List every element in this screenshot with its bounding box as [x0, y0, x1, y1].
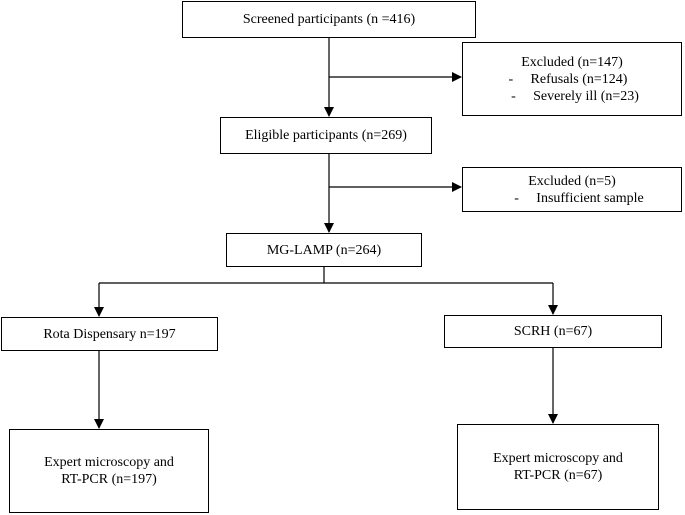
excluded-box-1: Excluded (n=147) -Refusals (n=124) - Seve… — [462, 42, 682, 116]
expert-box-right: Expert microscopy and RT-PCR (n=67) — [457, 424, 659, 510]
rota-dispensary-label: Rota Dispensary n=197 — [43, 326, 176, 342]
excluded-1-severely-ill-label: Severely ill (n=23) — [533, 88, 639, 104]
bullet-dash: - — [508, 71, 514, 87]
bullet-dash: - — [514, 190, 519, 206]
expert-left-line2: RT-PCR (n=197) — [61, 472, 157, 487]
excluded-2-title: Excluded (n=5) — [528, 173, 616, 189]
excluded-1-item-refusals: -Refusals (n=124) — [509, 71, 628, 88]
excluded-2-insufficient-label: Insufficient sample — [536, 190, 644, 206]
mglamp-box: MG-LAMP (n=264) — [226, 233, 422, 267]
expert-right-line2: RT-PCR (n=67) — [513, 468, 603, 483]
screened-participants-label: Screened participants (n =416) — [242, 12, 416, 27]
mglamp-label: MG-LAMP (n=264) — [266, 242, 382, 258]
bullet-dash: - — [511, 88, 516, 104]
scrh-label: SCRH (n=67) — [513, 324, 593, 339]
excluded-1-title: Excluded (n=147) — [521, 54, 623, 70]
expert-right-line1: Expert microscopy and — [493, 451, 623, 466]
scrh-box: SCRH (n=67) — [444, 315, 662, 348]
eligible-participants-box: Eligible participants (n=269) — [220, 117, 432, 154]
excluded-1-refusals-label: Refusals (n=124) — [530, 71, 628, 87]
expert-left-line1: Expert microscopy and — [44, 455, 174, 470]
eligible-participants-label: Eligible participants (n=269) — [245, 128, 407, 143]
expert-box-left: Expert microscopy and RT-PCR (n=197) — [9, 429, 209, 513]
rota-dispensary-box: Rota Dispensary n=197 — [1, 317, 218, 351]
screened-participants-box: Screened participants (n =416) — [182, 1, 476, 38]
excluded-1-item-severely-ill: - Severely ill (n=23) — [511, 88, 639, 105]
excluded-2-item-insufficient: - Insufficient sample — [514, 190, 643, 207]
excluded-box-2: Excluded (n=5) - Insufficient sample — [462, 167, 682, 212]
